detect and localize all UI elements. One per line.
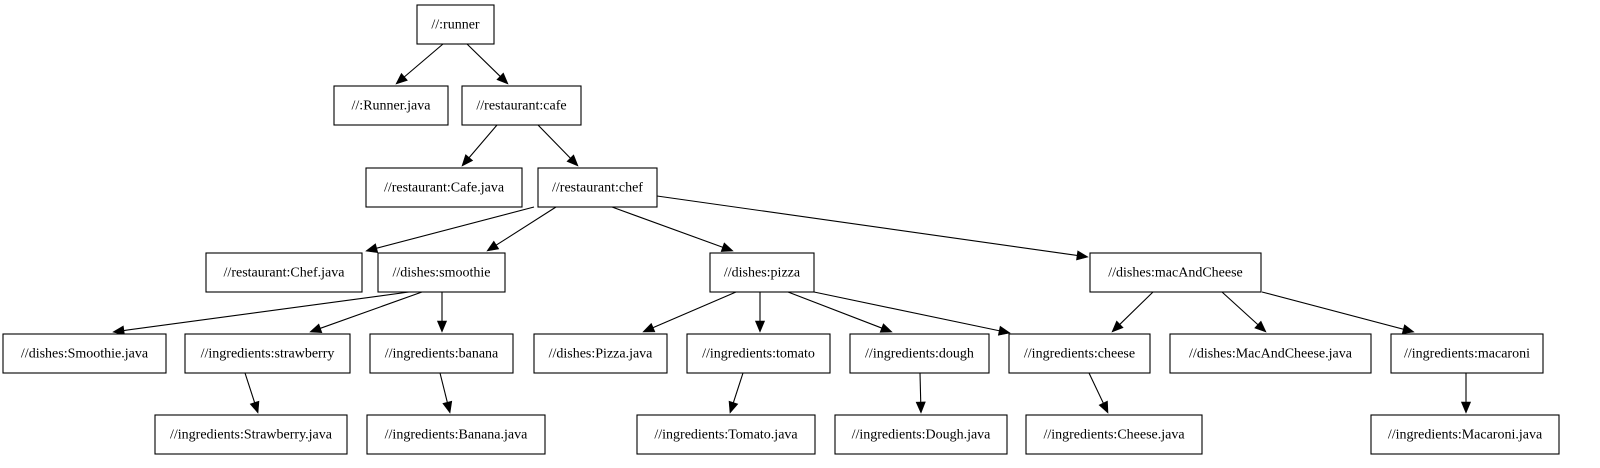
node-label: //ingredients:tomato	[702, 347, 815, 362]
node-box[interactable]	[205, 252, 363, 293]
node-label: //restaurant:Chef.java	[224, 266, 346, 281]
node-box[interactable]	[636, 414, 816, 455]
node-box[interactable]	[333, 85, 449, 126]
graph-node-runner[interactable]: //:runner	[416, 4, 495, 45]
graph-edge	[813, 291, 1011, 336]
node-label: //ingredients:dough	[865, 347, 974, 362]
graph-edge	[395, 43, 444, 85]
graph-edge	[915, 372, 926, 414]
node-label: //ingredients:Tomato.java	[654, 428, 798, 443]
node-box[interactable]	[377, 252, 506, 293]
node-box[interactable]	[365, 167, 523, 208]
node-label: //restaurant:chef	[552, 181, 643, 196]
graph-node-ing_tomato_java[interactable]: //ingredients:Tomato.java	[636, 414, 816, 455]
graph-node-restaurant_cafe_java[interactable]: //restaurant:Cafe.java	[365, 167, 523, 208]
node-label: //dishes:Smoothie.java	[21, 347, 149, 362]
edges-layer	[112, 43, 1472, 414]
node-box[interactable]	[2, 333, 167, 374]
node-label: //restaurant:cafe	[476, 99, 566, 114]
graph-edge	[787, 291, 893, 333]
graph-node-ing_macaroni_java[interactable]: //ingredients:Macaroni.java	[1370, 414, 1560, 455]
graph-node-dishes_macandcheese_java[interactable]: //dishes:MacAndCheese.java	[1169, 333, 1372, 374]
graph-node-restaurant_cafe[interactable]: //restaurant:cafe	[461, 85, 582, 126]
graph-edge	[436, 292, 448, 333]
node-label: //ingredients:Dough.java	[852, 428, 992, 443]
graph-node-restaurant_chef_java[interactable]: //restaurant:Chef.java	[205, 252, 363, 293]
graph-node-runner_java[interactable]: //:Runner.java	[333, 85, 449, 126]
graph-node-dishes_smoothie_java[interactable]: //dishes:Smoothie.java	[2, 333, 167, 374]
graph-node-restaurant_chef[interactable]: //restaurant:chef	[537, 167, 658, 208]
graph-node-dishes_pizza_java[interactable]: //dishes:Pizza.java	[533, 333, 668, 374]
graph-edge	[1261, 291, 1415, 335]
graph-edge	[365, 206, 535, 254]
node-label: //:Runner.java	[352, 99, 432, 114]
node-box[interactable]	[1370, 414, 1560, 455]
graph-edge	[1221, 291, 1267, 333]
graph-node-ing_banana[interactable]: //ingredients:banana	[369, 333, 514, 374]
nodes-layer: //:runner //:Runner.java //restaurant:cafe…	[2, 4, 1560, 455]
node-box[interactable]	[686, 333, 831, 374]
node-box[interactable]	[416, 4, 495, 45]
node-box[interactable]	[154, 414, 348, 455]
node-label: //ingredients:Strawberry.java	[170, 428, 333, 443]
node-box[interactable]	[1390, 333, 1544, 374]
graph-edge	[486, 206, 557, 252]
node-box[interactable]	[834, 414, 1008, 455]
graph-node-ing_strawberry[interactable]: //ingredients:strawberry	[184, 333, 351, 374]
graph-node-ing_cheese[interactable]: //ingredients:cheese	[1008, 333, 1151, 374]
graph-node-dishes_macandcheese[interactable]: //dishes:macAndCheese	[1089, 252, 1262, 293]
graph-node-ing_macaroni[interactable]: //ingredients:macaroni	[1390, 333, 1544, 374]
graph-edge	[656, 195, 1089, 261]
node-box[interactable]	[537, 167, 658, 208]
graph-node-ing_tomato[interactable]: //ingredients:tomato	[686, 333, 831, 374]
node-label: //dishes:pizza	[724, 266, 801, 281]
graph-edge	[309, 291, 423, 333]
graph-edge	[754, 292, 766, 333]
graph-edge	[439, 372, 453, 414]
node-box[interactable]	[366, 414, 546, 455]
graph-node-ing_cheese_java[interactable]: //ingredients:Cheese.java	[1025, 414, 1203, 455]
node-box[interactable]	[709, 252, 815, 293]
graph-node-dishes_smoothie[interactable]: //dishes:smoothie	[377, 252, 506, 293]
graph-edge	[537, 124, 579, 167]
node-label: //dishes:MacAndCheese.java	[1189, 347, 1353, 362]
node-box[interactable]	[369, 333, 514, 374]
graph-node-ing_dough[interactable]: //ingredients:dough	[849, 333, 990, 374]
node-box[interactable]	[461, 85, 582, 126]
node-box[interactable]	[1089, 252, 1262, 293]
node-label: //dishes:smoothie	[393, 266, 491, 281]
node-box[interactable]	[1008, 333, 1151, 374]
graph-edge	[1111, 291, 1154, 333]
node-label: //dishes:macAndCheese	[1108, 266, 1243, 281]
graph-edge	[611, 206, 734, 252]
node-label: //restaurant:Cafe.java	[384, 181, 505, 196]
node-label: //:runner	[431, 18, 480, 33]
graph-edge	[1088, 372, 1109, 414]
graph-edge	[728, 372, 744, 414]
graph-edge	[466, 43, 509, 85]
graph-edge	[642, 291, 737, 333]
graph-node-ing_dough_java[interactable]: //ingredients:Dough.java	[834, 414, 1008, 455]
graph-node-dishes_pizza[interactable]: //dishes:pizza	[709, 252, 815, 293]
graph-edge	[461, 124, 498, 167]
node-box[interactable]	[849, 333, 990, 374]
node-label: //ingredients:strawberry	[201, 347, 335, 362]
node-label: //ingredients:macaroni	[1404, 347, 1530, 362]
node-label: //ingredients:cheese	[1024, 347, 1135, 362]
node-label: //ingredients:Macaroni.java	[1388, 428, 1543, 443]
node-label: //ingredients:banana	[385, 347, 499, 362]
node-label: //ingredients:Banana.java	[385, 428, 528, 443]
node-box[interactable]	[1025, 414, 1203, 455]
node-label: //ingredients:Cheese.java	[1043, 428, 1185, 443]
graph-node-ing_banana_java[interactable]: //ingredients:Banana.java	[366, 414, 546, 455]
node-label: //dishes:Pizza.java	[549, 347, 654, 362]
graph-edge	[1460, 373, 1472, 414]
graph-edge	[244, 372, 260, 414]
node-box[interactable]	[184, 333, 351, 374]
graph-edge	[112, 291, 410, 336]
node-box[interactable]	[1169, 333, 1372, 374]
node-box[interactable]	[533, 333, 668, 374]
graph-node-ing_strawberry_java[interactable]: //ingredients:Strawberry.java	[154, 414, 348, 455]
